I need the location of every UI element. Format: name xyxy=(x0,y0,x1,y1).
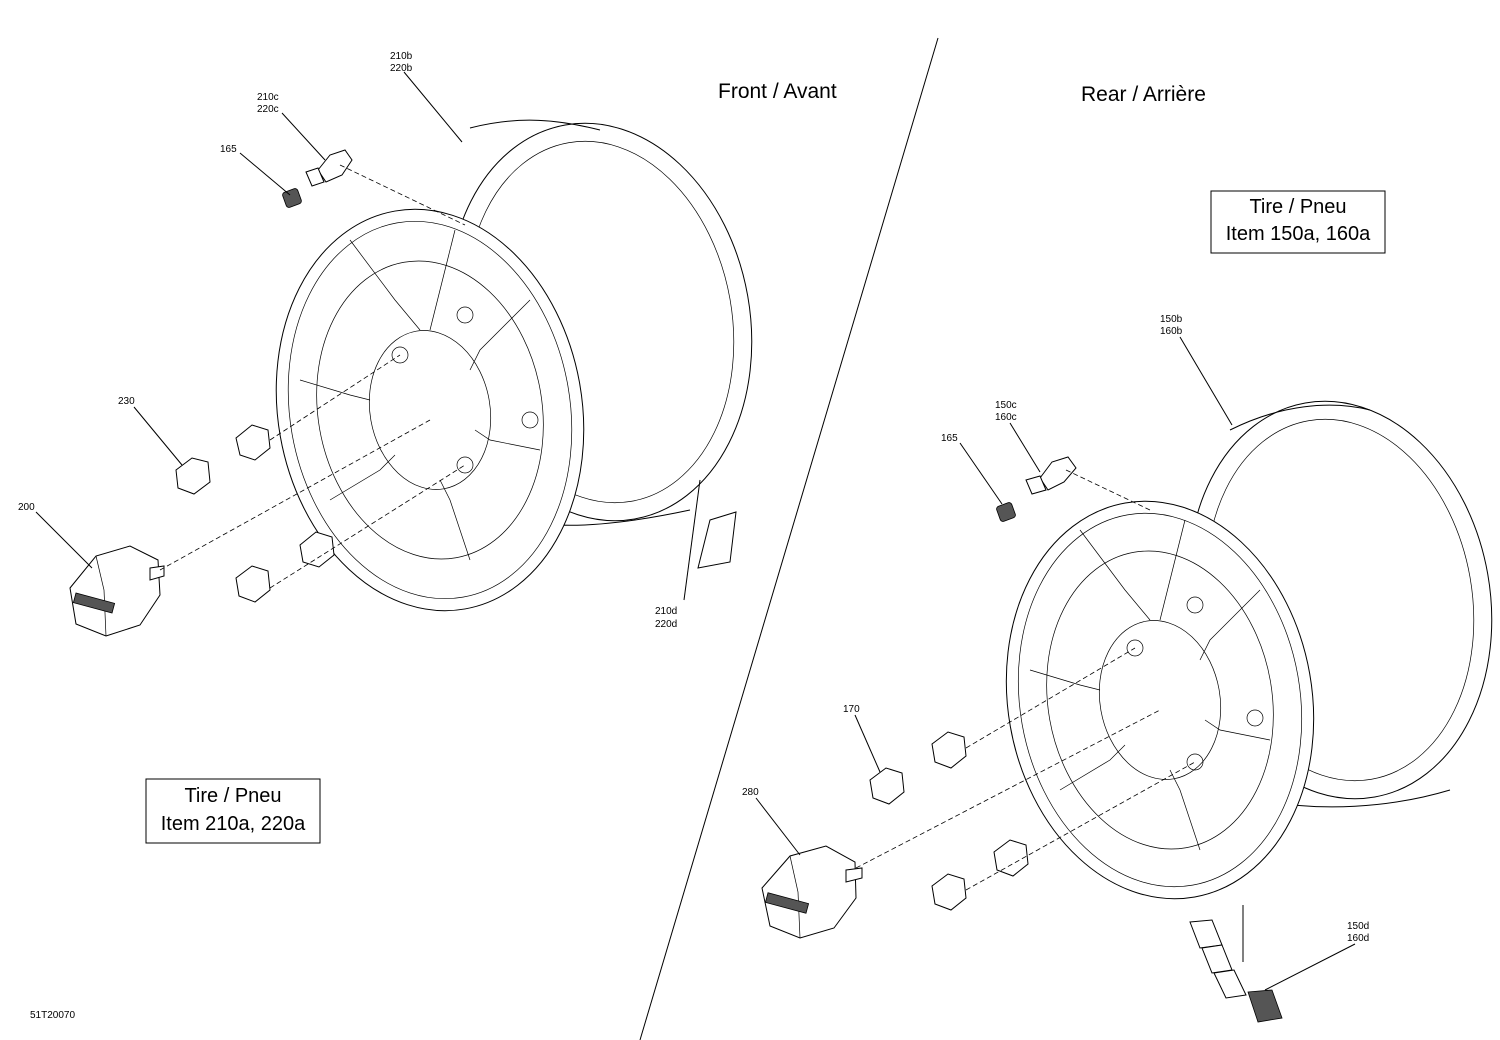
rear-valve-stem xyxy=(1025,456,1077,495)
callout-150c: 150c xyxy=(995,400,1017,411)
callout-160d: 160d xyxy=(1347,933,1369,944)
callout-150d: 150d xyxy=(1347,921,1369,932)
callout-220b: 220b xyxy=(390,63,413,74)
callout-150b: 150b xyxy=(1160,314,1183,325)
callout-210d: 210d xyxy=(655,606,677,617)
rear-tire-note-line1: Tire / Pneu xyxy=(1249,196,1346,218)
figure-id: 51T20070 xyxy=(30,1010,75,1021)
callout-230: 230 xyxy=(118,396,135,407)
rear-wheel-weight xyxy=(1189,919,1283,1023)
callout-280: 280 xyxy=(742,787,759,798)
front-tire-note-line1: Tire / Pneu xyxy=(184,785,281,807)
front-hub-cap xyxy=(69,545,165,637)
front-title: Front / Avant xyxy=(718,80,837,103)
section-divider xyxy=(639,37,939,1040)
callout-210b: 210b xyxy=(390,51,413,62)
front-wheel-weight xyxy=(697,511,737,569)
rear-wheel-rim xyxy=(1005,400,1493,900)
callout-160c: 160c xyxy=(995,412,1017,423)
rear-lug-nut xyxy=(869,731,1029,911)
front-tire-note-line2: Item 210a, 220a xyxy=(161,813,306,835)
rear-tire-note-box: Tire / Pneu Item 150a, 160a xyxy=(1210,190,1386,254)
front-lug-nut xyxy=(175,424,335,603)
rear-valve-cap xyxy=(996,502,1016,522)
front-valve-stem xyxy=(305,149,353,187)
callout-165-rear: 165 xyxy=(941,433,958,444)
callout-220c: 220c xyxy=(257,104,279,115)
rear-tire-note-line2: Item 150a, 160a xyxy=(1226,223,1371,245)
callout-210c: 210c xyxy=(257,92,279,103)
front-wheel-rim xyxy=(275,119,753,612)
front-tire-note-box: Tire / Pneu Item 210a, 220a xyxy=(145,778,321,844)
callout-200: 200 xyxy=(18,502,35,513)
rear-title: Rear / Arrière xyxy=(1081,83,1206,106)
callout-160b: 160b xyxy=(1160,326,1183,337)
rear-hub-cap xyxy=(761,845,863,939)
callout-170: 170 xyxy=(843,704,860,715)
callout-165-front: 165 xyxy=(220,144,237,155)
callout-220d: 220d xyxy=(655,619,677,630)
